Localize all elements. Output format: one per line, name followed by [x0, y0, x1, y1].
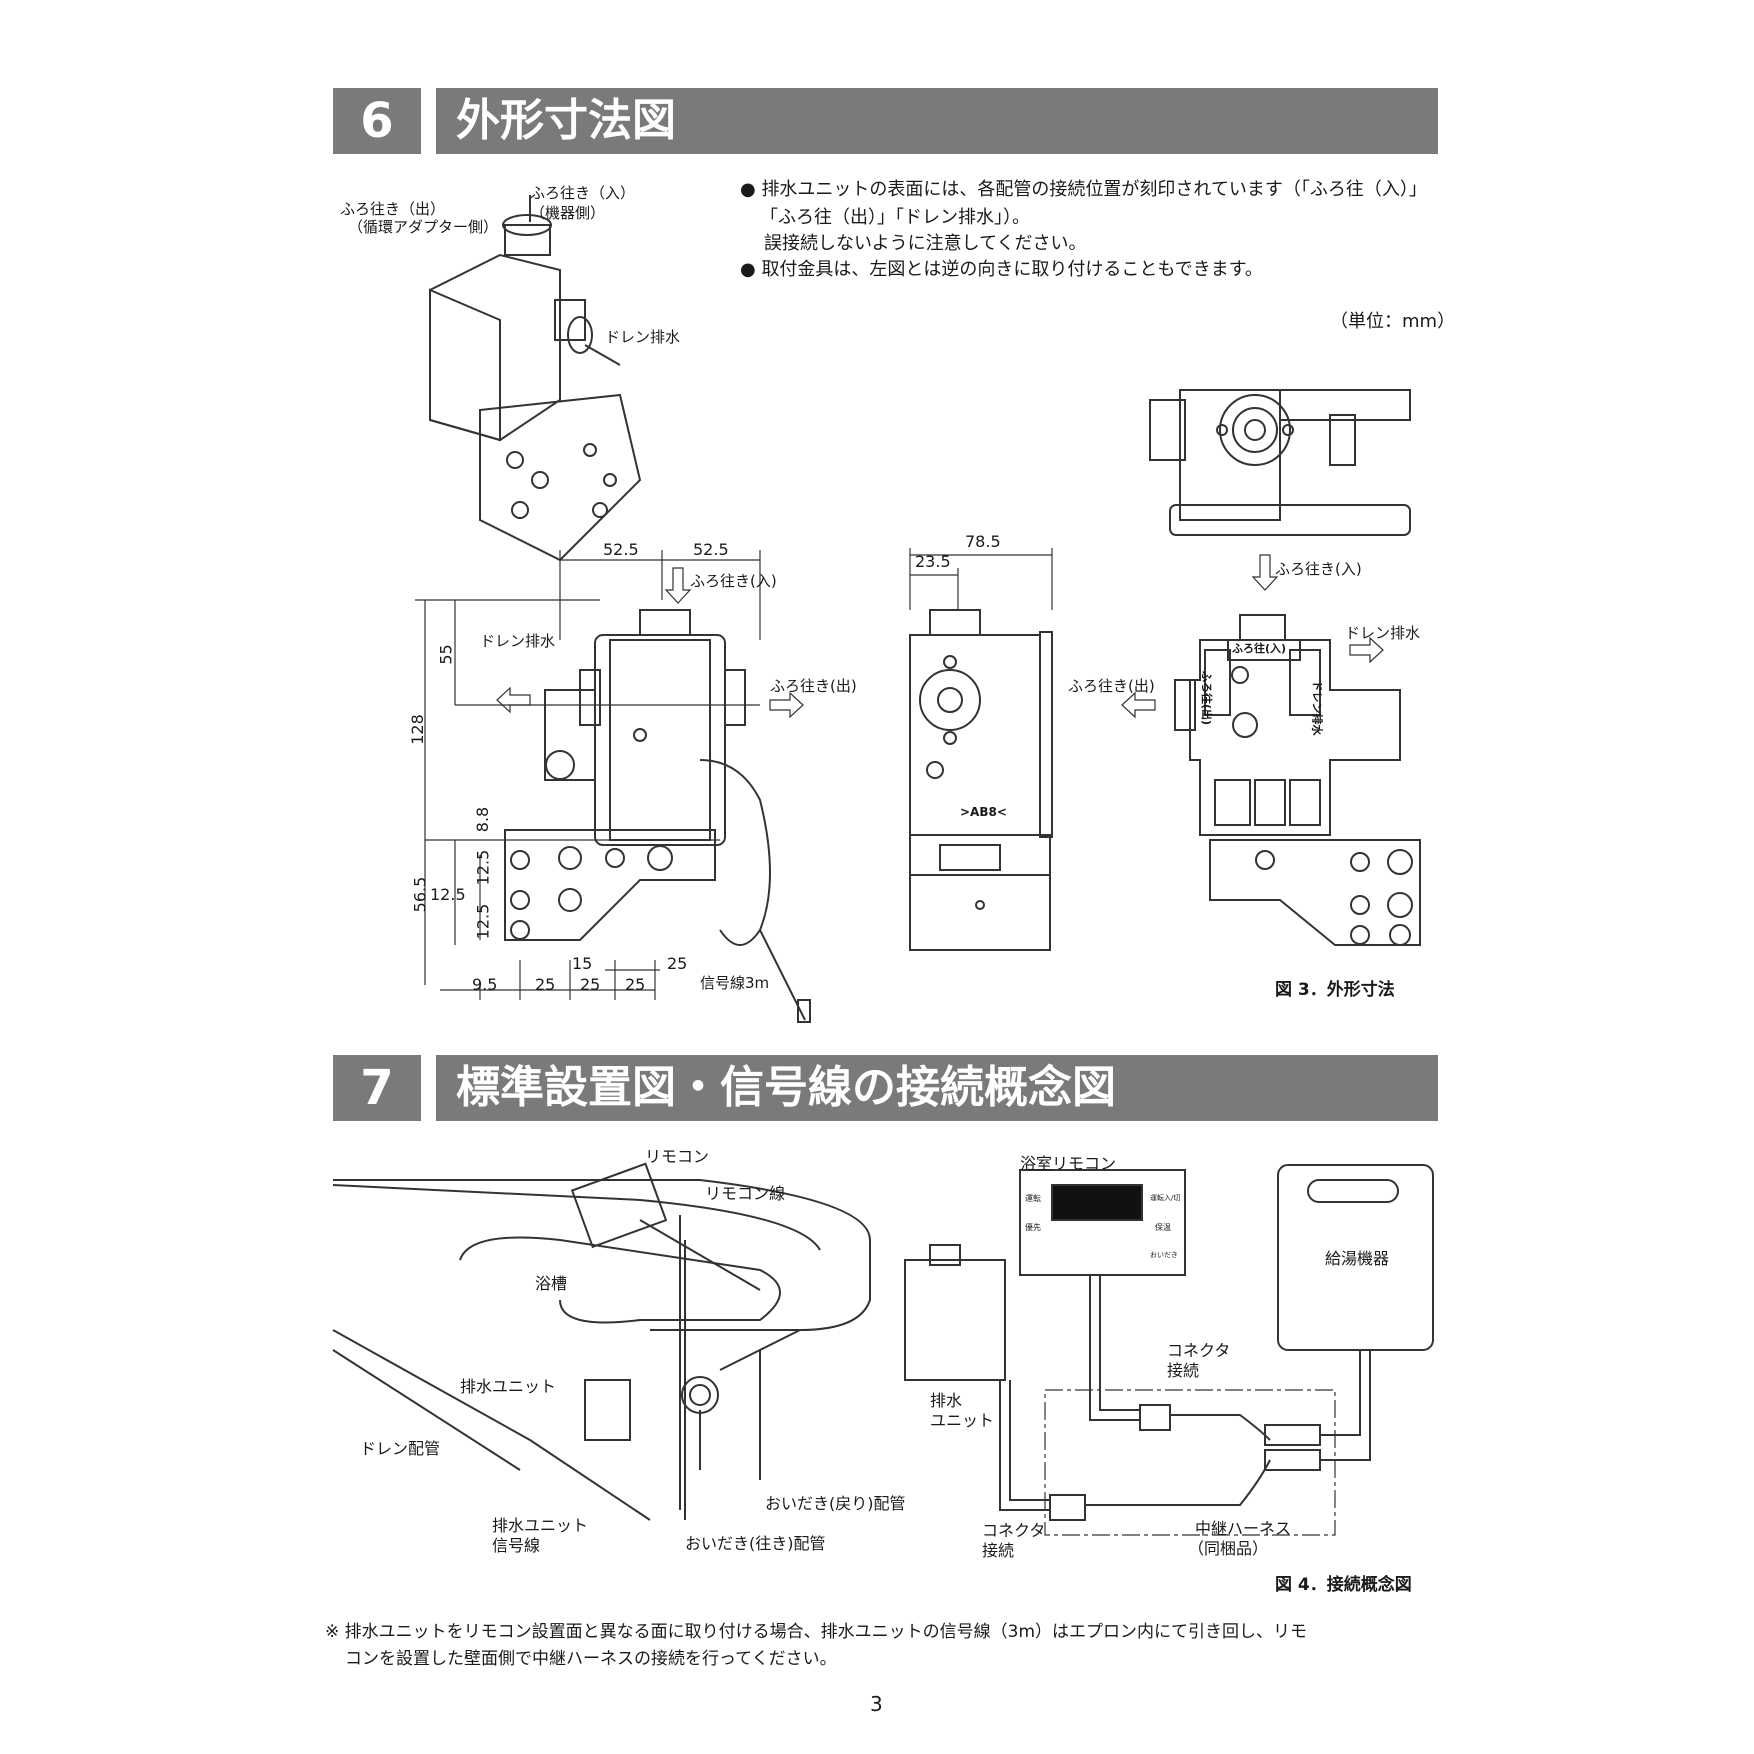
- front-signal-label: 信号線3m: [700, 974, 770, 992]
- note-line-1: 排水ユニットの表面には、各配管の接続位置が刻印されています（「ふろ往（入）」: [761, 179, 1427, 200]
- note-line-2: 「ふろ往（出）」「ドレン排水」）。: [760, 207, 1030, 228]
- dim-w1: 52.5: [603, 540, 639, 559]
- iso-inlet-label: ふろ往き（入）: [530, 184, 636, 202]
- label-unit-2: ユニット: [930, 1411, 995, 1430]
- label-drain-pipe: ドレン配管: [360, 1439, 441, 1458]
- note-line-3: 誤接続しないように注意してください。: [764, 233, 1087, 254]
- dim-side-total: 78.5: [965, 532, 1001, 551]
- label-connector-bottom-1: コネクタ: [982, 1521, 1046, 1540]
- label-connector-bottom-2: 接続: [982, 1541, 1015, 1560]
- dim-h-125a: 12.5: [473, 849, 493, 886]
- wiring-diagram: [904, 1164, 1434, 1536]
- label-unit-1: 排水: [930, 1391, 963, 1410]
- note-bullet-2: ● 取付金具は、左図とは逆の向きに取り付けることもできます。: [740, 259, 1263, 280]
- dim-h-565: 56.5: [410, 876, 430, 913]
- right-stamp-out: ふろ往(出): [1200, 670, 1214, 726]
- right-stamp-drain: ドレン排水: [1310, 680, 1324, 736]
- remote-button-1: 運転: [1025, 1194, 1041, 1203]
- page-number: 3: [870, 1692, 883, 1716]
- right-outlet-label: ふろ往き(出): [1068, 677, 1155, 695]
- right-stamp-in: ふろ往(入): [1232, 642, 1287, 655]
- dim-b-25b: 25: [580, 975, 601, 994]
- dim-b-25a: 25: [535, 975, 556, 994]
- dim-h-total: 128: [407, 714, 427, 745]
- remote-button-4: 保温: [1155, 1223, 1171, 1232]
- dim-h-8: 8.8: [473, 806, 493, 833]
- dim-h-125c: 12.5: [473, 903, 493, 940]
- label-heater: 給湯機器: [1325, 1249, 1390, 1268]
- section-7-number: 7: [333, 1055, 421, 1121]
- iso-outlet-sub-label: （循環アダプター側）: [348, 218, 499, 236]
- label-remote: リモコン: [645, 1147, 710, 1166]
- front-outlet-label: ふろ往き(出): [770, 677, 857, 695]
- section-6-title: 外形寸法図: [436, 88, 1438, 154]
- top-view: [1149, 389, 1411, 536]
- dim-side-offset: 23.5: [915, 552, 951, 571]
- note-bullet-1: ● 排水ユニットの表面には、各配管の接続位置が刻印されています（「ふろ往（入）」: [740, 179, 1427, 200]
- iso-outlet-label: ふろ往き（出）: [340, 200, 446, 218]
- footnote-line-1: ※ 排水ユニットをリモコン設置面と異なる面に取り付ける場合、排水ユニットの信号線…: [325, 1622, 1308, 1642]
- front-drain-label: ドレン排水: [480, 632, 556, 650]
- section-6-number: 6: [333, 88, 421, 154]
- unit-label: （単位：mm）: [1330, 311, 1456, 332]
- flow-arrows: [496, 554, 1384, 719]
- remote-button-2: 優先: [1025, 1223, 1041, 1232]
- label-oidaki-go: おいだき(往き)配管: [685, 1534, 826, 1553]
- installation-drawing: [332, 1162, 871, 1521]
- label-unit-signal-1: 排水ユニット: [492, 1516, 589, 1535]
- note-line-4: 取付金具は、左図とは逆の向きに取り付けることもできます。: [761, 259, 1263, 280]
- dim-w2: 52.5: [693, 540, 729, 559]
- front-view: [504, 609, 811, 1023]
- remote-button-3: 運転入/切: [1150, 1194, 1181, 1202]
- dim-h-125b: 12.5: [430, 885, 466, 904]
- label-drain-unit: 排水ユニット: [460, 1377, 557, 1396]
- iso-inlet-sub-label: （機器側）: [530, 204, 606, 222]
- dimension-lines: [415, 550, 761, 1000]
- right-inlet-label: ふろ往き(入): [1275, 560, 1362, 578]
- label-harness-1: 中継ハーネス: [1195, 1519, 1292, 1538]
- iso-drain-label: ドレン排水: [605, 328, 681, 346]
- dim-b-15: 15: [572, 954, 593, 973]
- right-drain-label: ドレン排水: [1345, 624, 1421, 642]
- dim-b-25c: 25: [625, 975, 646, 994]
- footnote-line-2: コンを設置した壁面側で中継ハーネスの接続を行ってください。: [345, 1649, 837, 1669]
- dim-h-top: 55: [436, 644, 456, 665]
- dim-b-95: 9.5: [472, 975, 498, 994]
- section-7-title: 標準設置図・信号線の接続概念図: [436, 1055, 1438, 1121]
- label-bath-remote: 浴室リモコン: [1020, 1154, 1117, 1173]
- remote-button-5: おいだき: [1150, 1251, 1178, 1259]
- label-harness-2: （同梱品）: [1188, 1539, 1269, 1558]
- figure-4-caption: 図 4．接続概念図: [1275, 1575, 1412, 1595]
- figure-3-caption: 図 3．外形寸法: [1275, 980, 1395, 1000]
- side-view: [909, 548, 1053, 951]
- label-remote-line: リモコン線: [705, 1184, 786, 1203]
- right-view: [1174, 614, 1421, 946]
- side-mark: >AB8<: [960, 805, 1007, 819]
- label-connector-top-2: 接続: [1167, 1361, 1200, 1380]
- label-oidaki-return: おいだき(戻り)配管: [765, 1494, 906, 1513]
- label-tub: 浴槽: [535, 1274, 568, 1293]
- dim-b-25d: 25: [667, 954, 688, 973]
- label-unit-signal-2: 信号線: [492, 1536, 541, 1555]
- label-connector-top-1: コネクタ: [1167, 1341, 1231, 1360]
- isometric-view: [429, 195, 642, 562]
- front-inlet-label: ふろ往き(入): [690, 572, 777, 590]
